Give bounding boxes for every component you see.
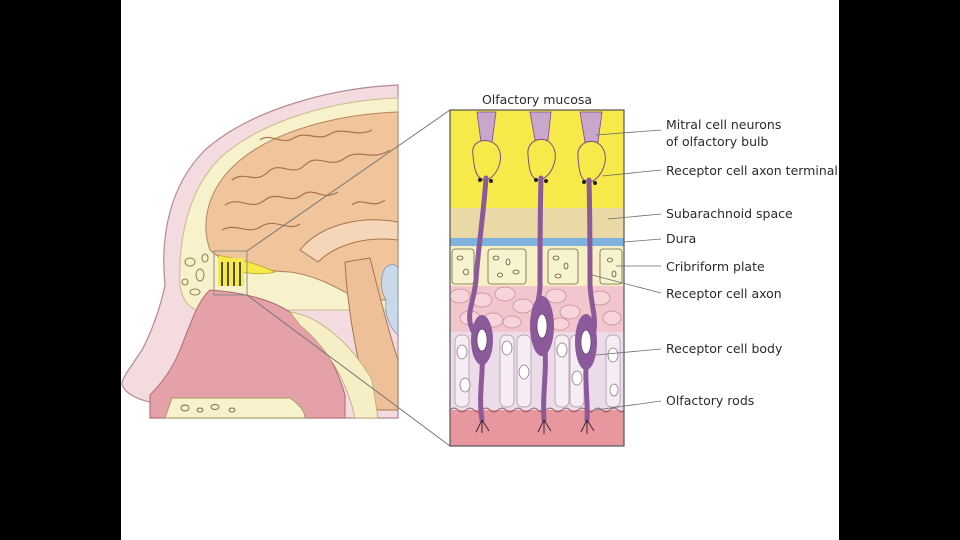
receptor-neuron-2	[527, 111, 556, 434]
brainstem	[344, 257, 399, 411]
nasal-cavity	[149, 289, 346, 419]
zoom-box	[213, 250, 248, 296]
cribriform-region-head	[218, 258, 244, 286]
label-dura: Dura	[666, 231, 696, 246]
label-mitral-line2: of olfactory bulb	[666, 134, 768, 149]
frontal-sinus	[181, 253, 209, 296]
receptor-neuron-1	[467, 111, 501, 433]
olfactory-diagram: Olfactory mucosa Mitral cell neurons of …	[121, 84, 838, 447]
head-sagittal-section	[121, 84, 451, 447]
label-axon-terminal: Receptor cell axon terminal	[666, 163, 838, 178]
pharynx	[289, 311, 379, 419]
label-olfactory-rods: Olfactory rods	[666, 393, 754, 408]
label-subarachnoid: Subarachnoid space	[666, 206, 793, 221]
leader-lines	[591, 129, 662, 411]
corpus-callosum	[299, 219, 399, 263]
mucosa-panel	[449, 109, 625, 447]
label-receptor-body: Receptor cell body	[666, 341, 783, 356]
label-cribriform: Cribriform plate	[666, 259, 765, 274]
hard-palate	[164, 397, 306, 419]
supporting-nuclei	[456, 340, 619, 397]
label-mitral-line1: Mitral cell neurons	[666, 117, 781, 132]
zoom-line-top	[246, 109, 451, 252]
layer-mucus	[450, 410, 624, 446]
slide-canvas: Olfactory mucosa Mitral cell neurons of …	[121, 0, 839, 540]
brain	[205, 111, 399, 301]
cribriform-dots	[456, 255, 617, 279]
palate-dots	[180, 404, 236, 413]
brainstem-vessel	[380, 264, 399, 336]
receptor-neuron-3	[575, 111, 606, 434]
mucosa-panel-border	[449, 109, 625, 447]
layer-dura	[450, 238, 624, 246]
zoom-line-bottom	[246, 294, 451, 447]
layer-subarachnoid	[450, 208, 624, 238]
brain-gyri	[221, 129, 391, 231]
label-receptor-axon: Receptor cell axon	[666, 286, 782, 301]
panel-title: Olfactory mucosa	[482, 92, 592, 107]
